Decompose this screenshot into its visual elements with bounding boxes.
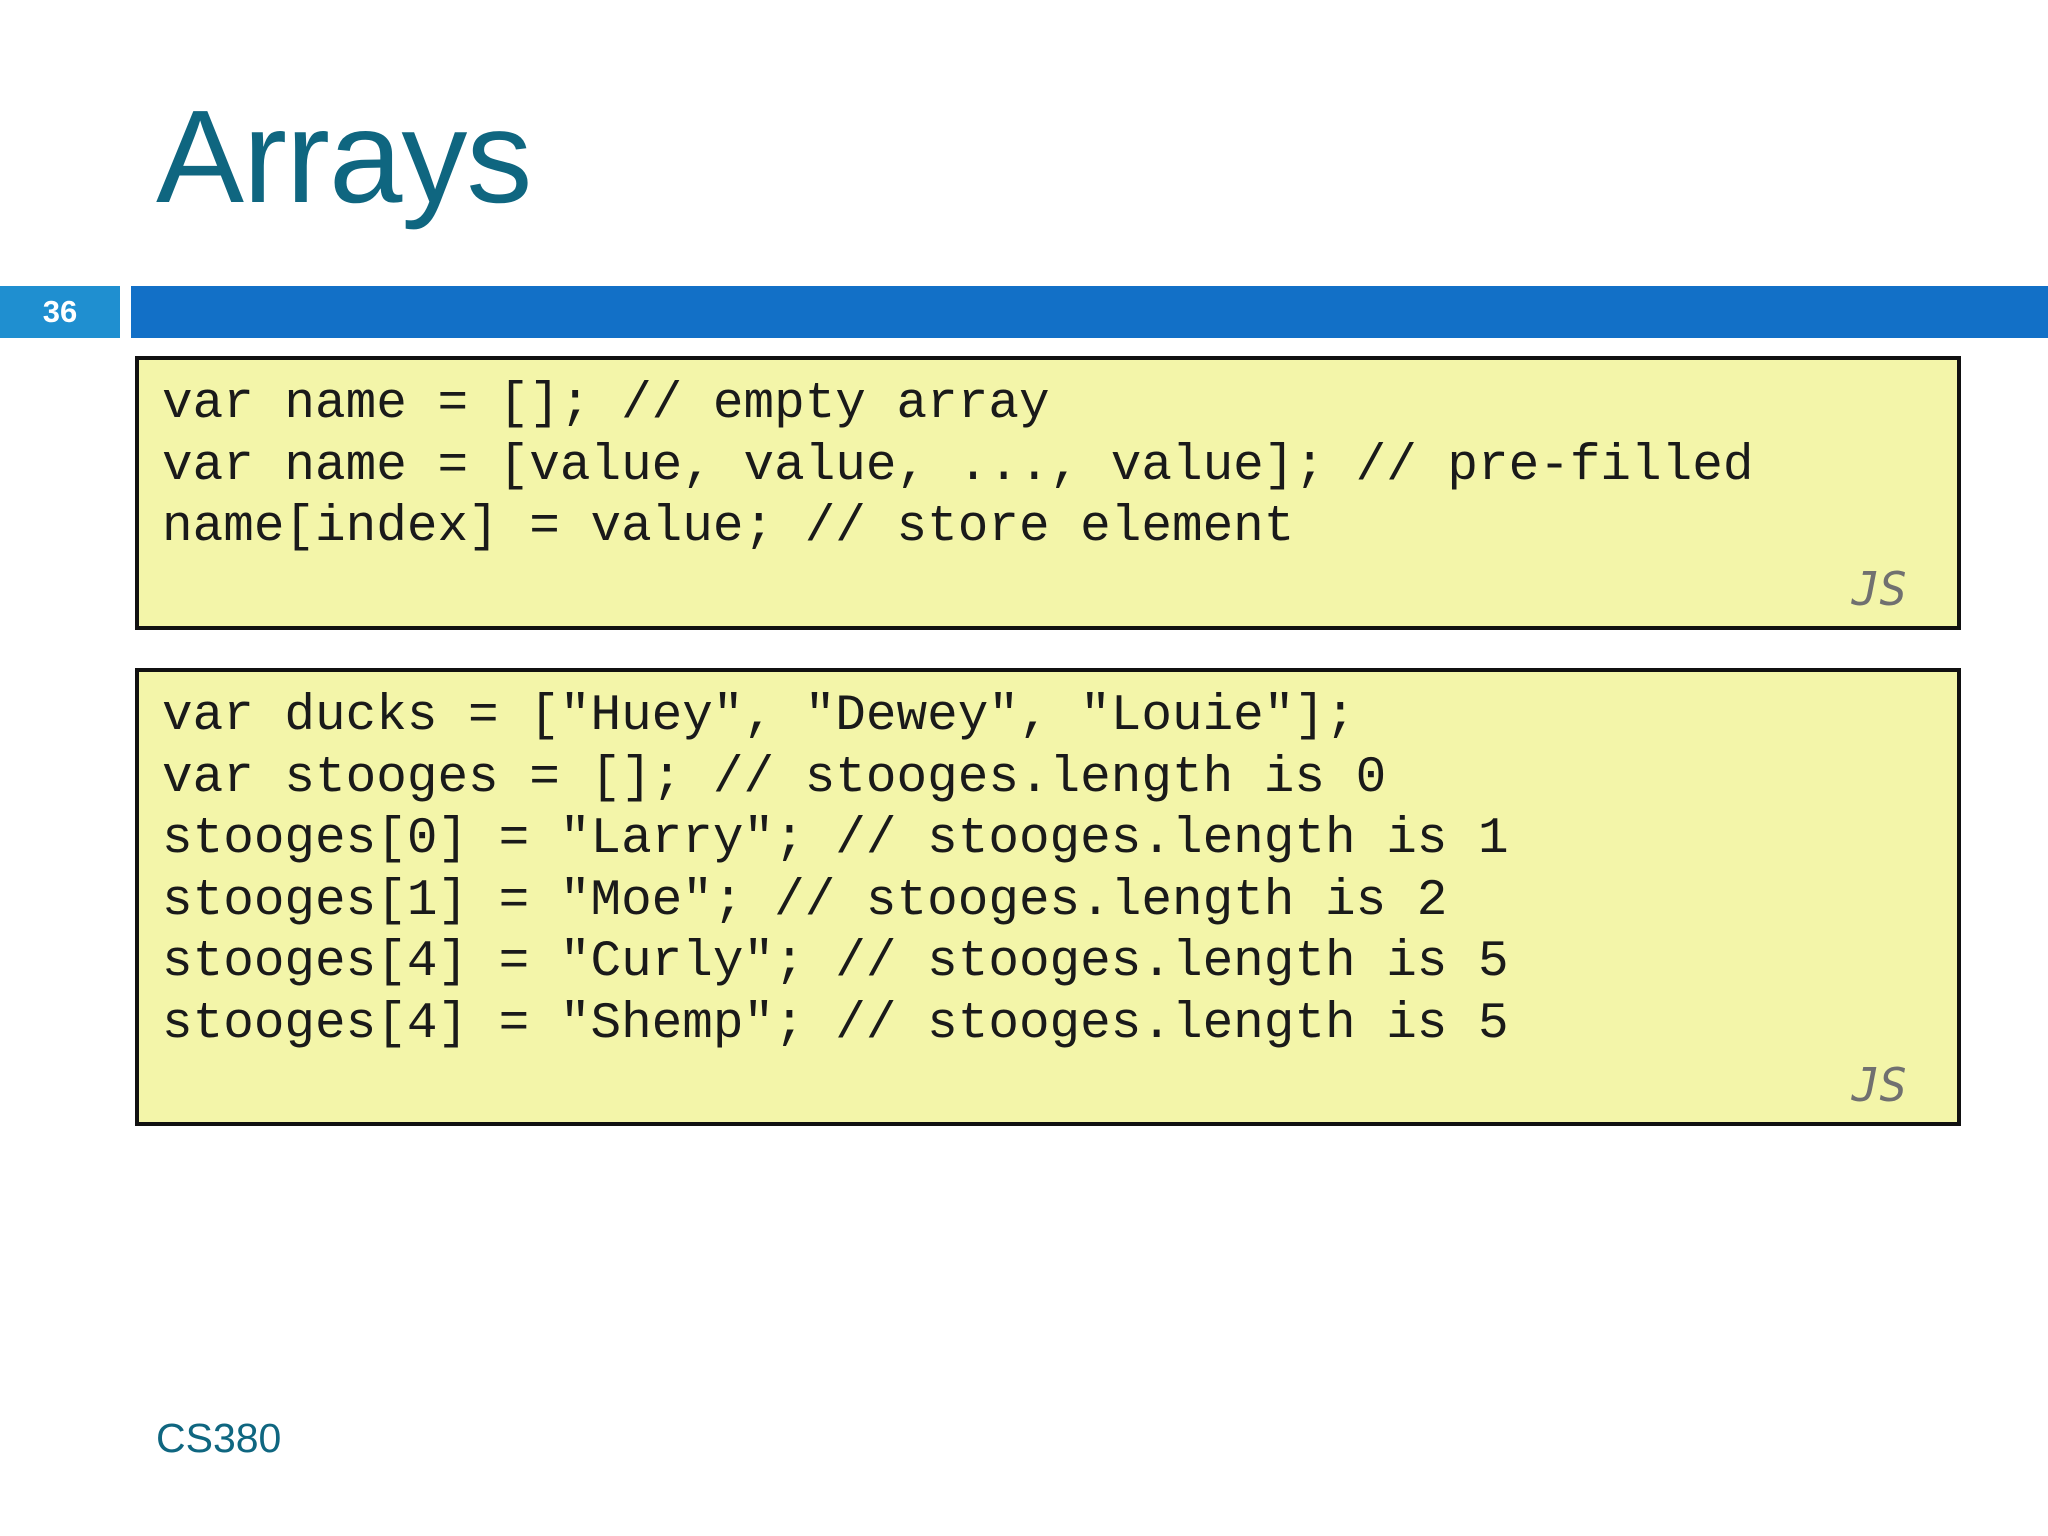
header-bar: [131, 286, 2048, 338]
course-footer: CS380: [156, 1415, 282, 1461]
code-line: var stooges = []; // stooges.length is 0: [162, 749, 1387, 807]
code-line: name[index] = value; // store element: [162, 499, 1295, 556]
code-line: stooges[1] = "Moe"; // stooges.length is…: [162, 872, 1448, 930]
code-lines: var name = []; // empty array var name =…: [162, 374, 1753, 559]
language-label: JS: [1851, 562, 1907, 616]
code-line: stooges[0] = "Larry"; // stooges.length …: [162, 811, 1509, 868]
language-label: JS: [1851, 1058, 1907, 1112]
code-block-array-example: var ducks = ["Huey", "Dewey", "Louie"]; …: [135, 668, 1961, 1126]
slide-number-badge: 36: [0, 286, 120, 338]
code-line: var name = []; // empty array: [162, 376, 1050, 433]
code-block-array-syntax: var name = []; // empty array var name =…: [135, 356, 1961, 630]
code-line: var name = [value, value, ..., value]; /…: [162, 437, 1754, 495]
code-lines: var ducks = ["Huey", "Dewey", "Louie"]; …: [162, 686, 1509, 1055]
code-line: var ducks = ["Huey", "Dewey", "Louie"];: [162, 688, 1356, 745]
code-line: stooges[4] = "Shemp"; // stooges.length …: [162, 995, 1509, 1053]
slide-title: Arrays: [156, 83, 532, 230]
code-line: stooges[4] = "Curly"; // stooges.length …: [162, 934, 1509, 991]
